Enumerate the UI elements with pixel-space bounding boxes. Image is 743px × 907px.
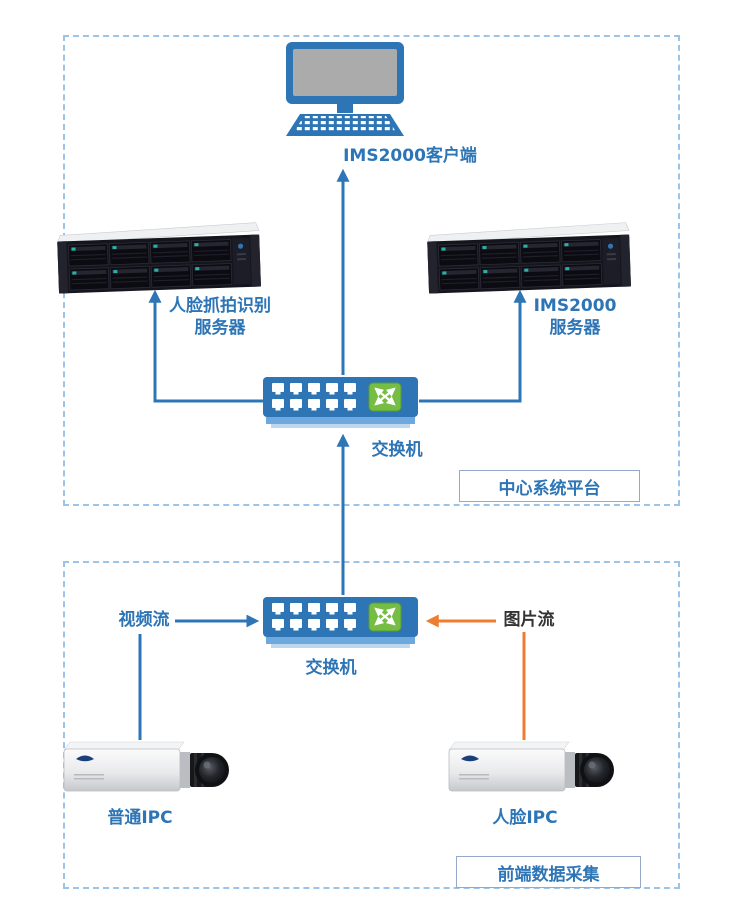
switch-bottom-label: 交换机 bbox=[305, 658, 357, 678]
client-label: IMS2000客户端 bbox=[343, 146, 477, 166]
crossover-arrows-icon bbox=[368, 382, 402, 412]
face-server-label-line1: 人脸抓拍识别 bbox=[169, 296, 271, 316]
zone-label-frontend: 前端数据采集 bbox=[456, 856, 641, 888]
switch-top-icon bbox=[263, 375, 421, 435]
ethernet-ports bbox=[272, 603, 356, 631]
face-ipc-icon bbox=[445, 728, 617, 804]
face-server-label: 人脸抓拍识别 服务器 bbox=[125, 296, 315, 340]
ims-server-label: IMS2000 服务器 bbox=[480, 296, 670, 340]
picture-stream-label: 图片流 bbox=[503, 610, 555, 630]
ethernet-ports bbox=[272, 383, 356, 411]
crossover-arrows-icon bbox=[368, 602, 402, 632]
face-ipc-label: 人脸IPC bbox=[492, 808, 558, 828]
ims-server-label-line2: 服务器 bbox=[549, 317, 601, 338]
camera-logo bbox=[461, 755, 479, 762]
drive-bays bbox=[67, 239, 233, 291]
face-server-icon bbox=[55, 216, 265, 298]
zone-label-center: 中心系统平台 bbox=[459, 470, 640, 502]
switch-bottom-icon bbox=[263, 595, 421, 655]
normal-ipc-icon bbox=[60, 728, 232, 804]
face-server-label-line2: 服务器 bbox=[194, 317, 246, 338]
drive-bays bbox=[437, 239, 603, 291]
monitor-icon bbox=[280, 42, 410, 142]
ims-server-icon bbox=[425, 216, 635, 298]
switch-top-label: 交换机 bbox=[371, 440, 423, 460]
video-stream-label: 视频流 bbox=[118, 610, 170, 630]
frontend-zone bbox=[63, 561, 680, 889]
camera-logo bbox=[76, 755, 94, 762]
normal-ipc-label: 普通IPC bbox=[107, 808, 173, 828]
ims-server-label-line1: IMS2000 bbox=[533, 296, 617, 316]
